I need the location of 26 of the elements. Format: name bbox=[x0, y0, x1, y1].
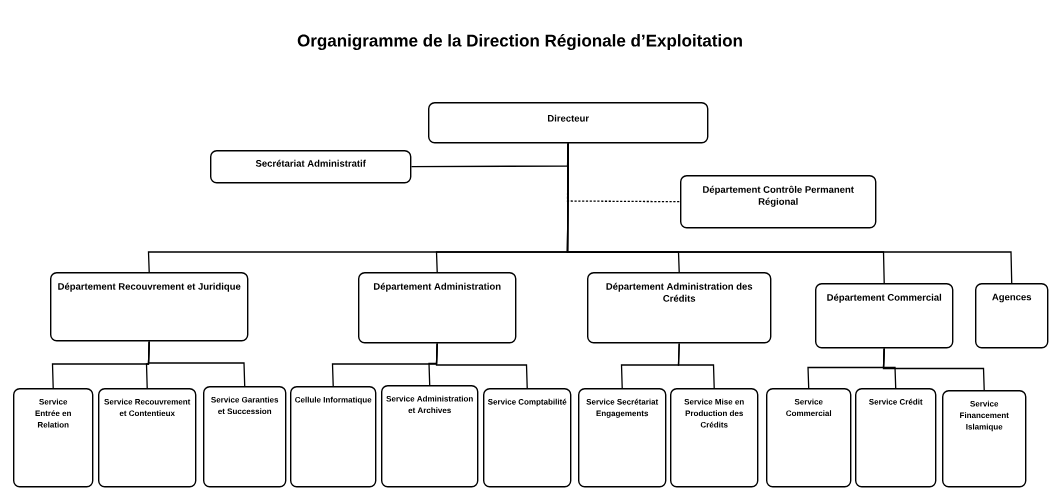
department-box: Département Recouvrement et Juridique bbox=[50, 272, 249, 342]
agency-box: Agences bbox=[975, 283, 1049, 349]
service-box: Service Comptabilité bbox=[483, 388, 572, 488]
connector-line bbox=[435, 342, 528, 389]
service-box: Service Mise en Production des Crédits bbox=[670, 388, 759, 488]
department-box: Secrétariat Administratif bbox=[210, 150, 412, 184]
department-box: Département Contrôle Permanent Régional bbox=[680, 175, 877, 229]
service-box: Service Administration et Archives bbox=[381, 385, 479, 488]
service-box: Service Entrée en Relation bbox=[13, 388, 94, 488]
service-box: Service Commercial bbox=[766, 388, 852, 488]
connector-line bbox=[147, 340, 246, 387]
connector-line bbox=[566, 142, 1013, 284]
department-box: Département Commercial bbox=[815, 283, 954, 349]
service-box: Cellule Informatique bbox=[290, 386, 377, 488]
connector-line bbox=[410, 142, 569, 168]
connector-line bbox=[677, 342, 715, 389]
service-box: Service Financement Islamique bbox=[942, 390, 1027, 488]
department-box: Département Administration bbox=[358, 272, 517, 344]
service-box: Service Garanties et Succession bbox=[203, 386, 287, 488]
connector-line bbox=[882, 347, 985, 391]
director-box: Directeur bbox=[428, 102, 709, 144]
service-box: Service Crédit bbox=[855, 388, 937, 488]
title: Organigramme de la Direction Régionale d’Exploitation bbox=[297, 33, 742, 51]
department-box: Département Administration des Crédits bbox=[587, 272, 772, 344]
service-box: Service Recouvrement et Contentieux bbox=[98, 388, 197, 488]
service-box: Service Secrétariat Engagements bbox=[578, 388, 667, 488]
